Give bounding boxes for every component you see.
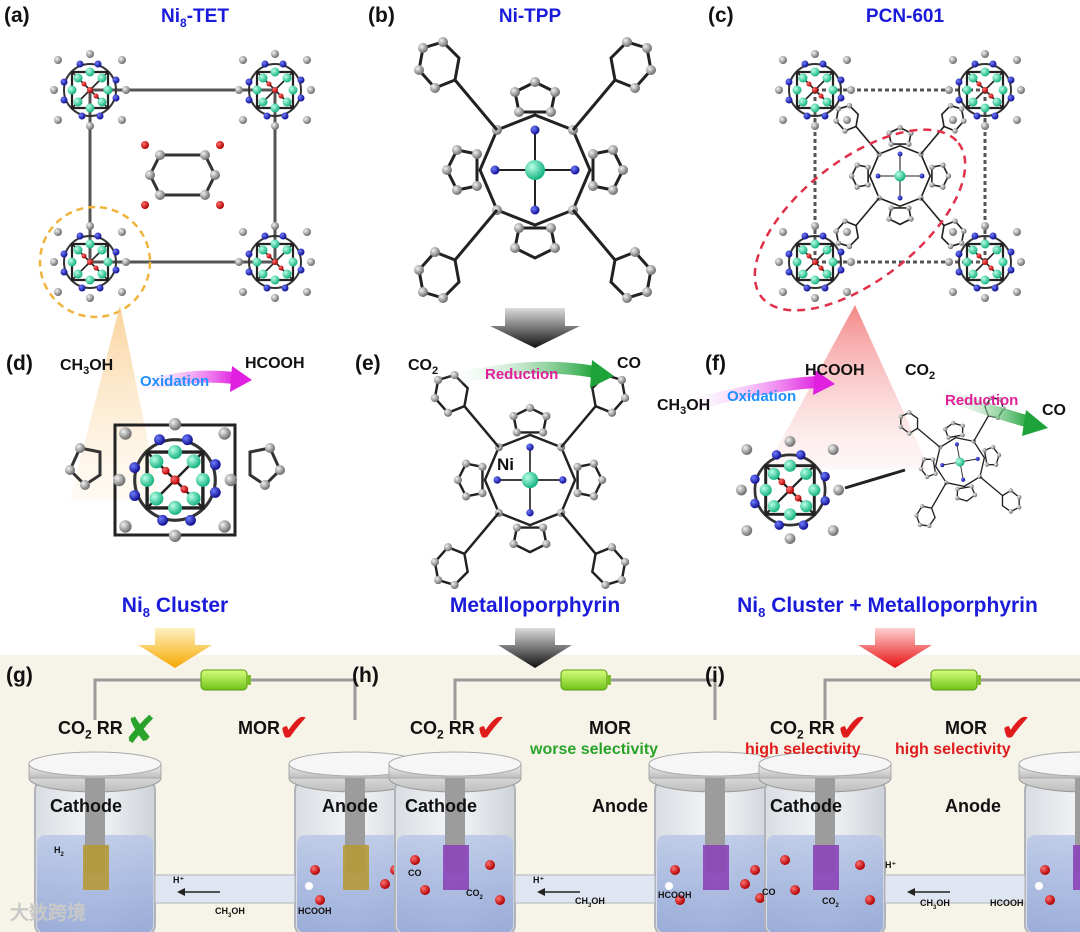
panel-letter-f: (f) [705,352,726,376]
f-process-ox-label: Oxidation [727,388,796,405]
panel-letter-i: (i) [705,664,725,688]
d-caption: Ni8 Cluster [100,594,250,620]
h-cathode-label: Cathode [405,796,477,817]
panel-letter-h: (h) [352,664,379,688]
panel-title-c: PCN-601 [840,6,970,28]
h-anode-label: Anode [592,796,648,817]
h-methanol-label: CH3OH [575,896,605,909]
f-process-red-label: Reduction [945,392,1018,409]
e-reactant: CO2 [408,357,438,377]
g-co2rr-label: CO2 RR [58,718,123,742]
watermark: 大数跨境 [10,898,86,925]
e-caption: Metalloporphyrin [430,594,640,618]
g-proton-label: H⁺ [173,875,184,886]
panel-letter-b: (b) [368,4,395,28]
panel-letter-d: (d) [6,352,33,376]
panel-letter-g: (g) [6,664,33,688]
pcn-601-framework [725,50,1025,344]
h-check-mark: ✔ [475,710,507,748]
f-product-red: CO [1042,402,1066,420]
i-mor-label: MOR [945,718,987,739]
h-mor-note: worse selectivity [530,741,658,759]
d-product: HCOOH [245,355,305,373]
down-arrow-b-e [490,308,580,348]
g-check-mark: ✔ [278,710,310,748]
e-process-label: Reduction [485,366,558,383]
e-product: CO [617,355,641,373]
e-metal-label: Ni [497,455,514,475]
i-formic-label: HCOOH [990,898,1024,908]
orange-down-arrow [138,628,212,668]
h-co2-label: CO2 [466,888,483,901]
g-cathode-label: Cathode [50,796,122,817]
h-proton-label: H⁺ [533,875,544,886]
g-h2-label: H2 [54,845,64,858]
h-formic-label: HCOOH [658,890,692,900]
i-cathode-label: Cathode [770,796,842,817]
red-down-arrow [858,628,932,668]
h-co2rr-label: CO2 RR [410,718,475,742]
g-mor-label: MOR [238,718,280,739]
i-co2-label: CO2 [822,896,839,909]
i-co2rr-label: CO2 RR [770,718,835,742]
black-down-arrow [498,628,572,668]
d-reactant: CH3OH [60,357,113,377]
panel-letter-a: (a) [4,4,30,28]
h-mor-label: MOR [589,718,631,739]
i-anode-label: Anode [945,796,1001,817]
metalloporphyrin-structure [431,371,629,589]
panel-letter-e: (e) [355,352,381,376]
f-reactant-ox: CH3OH [657,397,710,417]
g-cross-mark: ✘ [124,712,156,750]
f-reactant-red: CO2 [905,362,935,382]
panel-title-a: Ni8-TET [140,6,250,30]
ni8-tet-framework [40,50,315,317]
h-co-label: CO [408,868,422,878]
i-proton-label: H⁺ [885,860,896,871]
g-anode-label: Anode [322,796,378,817]
f-caption: Ni8 Cluster + Metalloporphyrin [700,594,1075,620]
i-co-label: CO [762,887,776,897]
panel-title-b: Ni-TPP [470,6,590,28]
panel-letter-c: (c) [708,4,734,28]
i-methanol-label: CH3OH [920,898,950,911]
i-mor-note: high selectivity [895,741,1011,759]
f-product-ox: HCOOH [805,362,865,380]
i-co2rr-note: high selectivity [745,741,861,759]
d-process-label: Oxidation [140,373,209,390]
ni-tpp-structure [414,37,656,303]
g-formic-label: HCOOH [298,906,332,916]
g-methanol-label: CH3OH [215,906,245,919]
